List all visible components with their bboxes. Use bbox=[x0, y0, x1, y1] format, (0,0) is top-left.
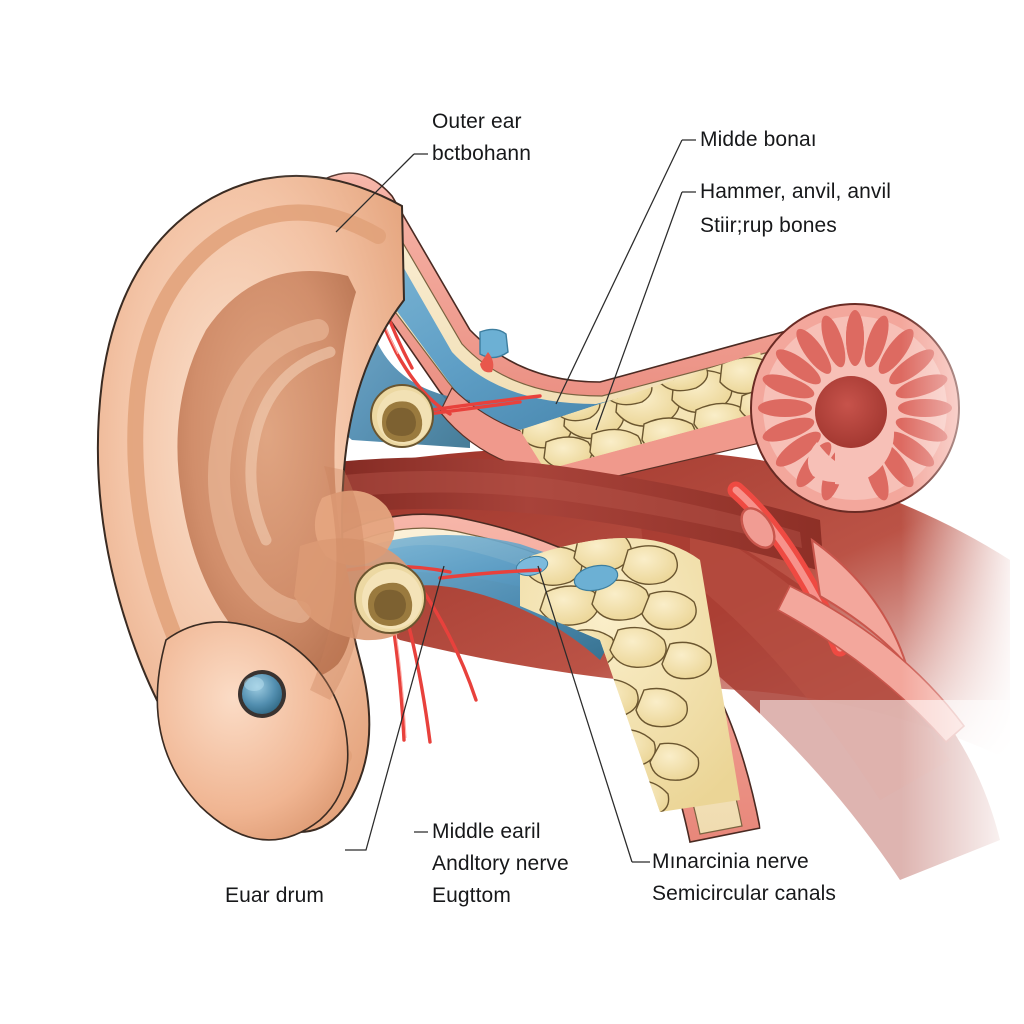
label-semicircular-canals: Semicircular canals bbox=[652, 882, 836, 905]
eardrum-upper bbox=[370, 384, 434, 448]
eardrum-lower bbox=[354, 562, 426, 634]
leader-auricular-nerve bbox=[537, 565, 650, 863]
label-middle-bones: Midde bonaı bbox=[700, 128, 817, 151]
label-auricular-nerve: Mınarcinia nerve bbox=[652, 850, 809, 873]
leader-middle-bones bbox=[555, 139, 683, 405]
label-outer-ear: Outer ear bbox=[432, 110, 522, 133]
label-stirrup-bones: Stiir;rup bones bbox=[700, 214, 837, 237]
leader-bctbohann bbox=[335, 153, 415, 233]
label-auditory-nerve: Andltory nerve bbox=[432, 852, 569, 875]
label-hammer-anvil: Hammer, anvil, anvil bbox=[700, 180, 892, 203]
leader-ear-drum bbox=[345, 565, 445, 851]
label-bctbohann: bctbohann bbox=[432, 142, 531, 165]
label-ear-drum: Euar drum bbox=[225, 884, 324, 907]
stapes-nub bbox=[479, 328, 509, 373]
leader-lines bbox=[335, 139, 696, 863]
ear-canal bbox=[286, 457, 824, 572]
leader-hammer-anvil bbox=[595, 191, 683, 431]
label-eustachian-tube: Eugttom bbox=[432, 884, 511, 907]
label-middle-ear: Middle earil bbox=[432, 820, 541, 843]
